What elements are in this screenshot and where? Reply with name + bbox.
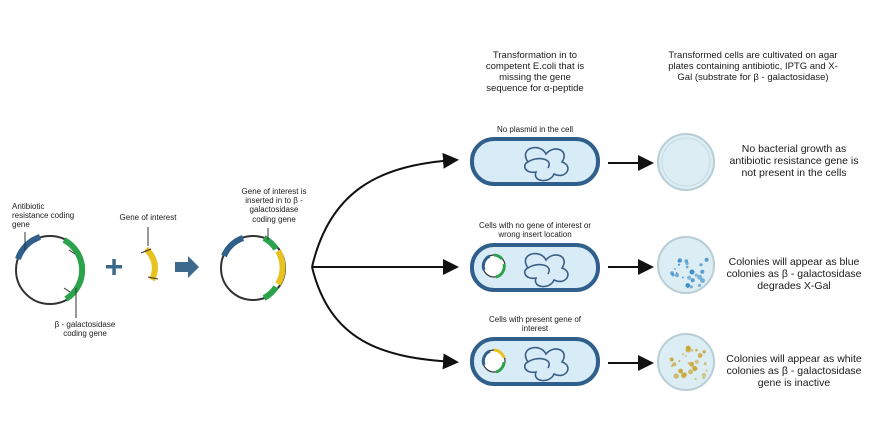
result-white-colonies: Colonies will appear as white colonies a… bbox=[726, 353, 862, 390]
ligation-arrow bbox=[175, 256, 199, 278]
beta-gal-segment bbox=[62, 237, 86, 302]
blue-colony bbox=[704, 257, 709, 262]
blue-colony bbox=[700, 269, 705, 274]
recombinant-plasmid bbox=[220, 235, 286, 301]
transformation-header: Transformation in to competent E.coli th… bbox=[485, 50, 585, 94]
white-colony bbox=[694, 359, 699, 364]
blue-colony bbox=[700, 278, 705, 283]
inserted-gene-label: Gene of interest is inserted in to β - g… bbox=[241, 187, 307, 224]
blue-colony bbox=[689, 269, 695, 275]
blue-colony bbox=[685, 265, 689, 269]
blue-colony bbox=[687, 286, 689, 289]
blue-colony bbox=[690, 278, 695, 283]
white-colony bbox=[671, 364, 674, 367]
cell-no-plasmid bbox=[470, 137, 600, 186]
vector-plasmid bbox=[15, 234, 86, 305]
white-colony bbox=[689, 361, 694, 367]
branch-arrows bbox=[311, 152, 459, 370]
white-colony bbox=[690, 348, 694, 352]
white-colony bbox=[701, 372, 707, 378]
blue-colony bbox=[684, 259, 689, 263]
white-colony bbox=[685, 345, 691, 351]
blue-colony bbox=[685, 283, 691, 288]
white-colony bbox=[694, 377, 697, 381]
white-colony bbox=[684, 355, 687, 357]
white-colony bbox=[680, 370, 683, 373]
plate-arrows bbox=[608, 155, 654, 371]
blue-colony bbox=[677, 260, 680, 263]
white-colony bbox=[672, 362, 677, 367]
blue-colony bbox=[697, 283, 702, 287]
gene-of-interest-fragment bbox=[140, 227, 159, 282]
white-colony bbox=[695, 348, 698, 352]
white-colony bbox=[682, 353, 685, 356]
blue-colony bbox=[697, 274, 703, 280]
result-blue-colonies: Colonies will appear as blue colonies as… bbox=[726, 256, 862, 293]
blue-colony bbox=[687, 275, 692, 280]
blue-colony bbox=[689, 285, 693, 289]
chromosome-dna bbox=[523, 252, 569, 288]
plus-icon bbox=[106, 259, 122, 275]
gene-of-interest-label: Gene of interest bbox=[119, 213, 177, 222]
blue-colony bbox=[670, 271, 674, 275]
white-colony bbox=[673, 373, 679, 379]
blue-colony bbox=[675, 273, 679, 278]
antibiotic-gene-label: Antibiotic resistance coding gene bbox=[12, 202, 75, 230]
cell-wrong-insert-label: Cells with no gene of interest or wrong … bbox=[478, 221, 592, 240]
white-colony bbox=[678, 360, 681, 362]
beta-gal-gene-label: β - galactosidase coding gene bbox=[54, 320, 116, 339]
cell-with-gene bbox=[470, 337, 600, 386]
cell-with-gene-label: Cells with present gene of interest bbox=[488, 315, 582, 334]
cell-wrong-insert bbox=[470, 243, 600, 292]
blue-colony bbox=[699, 263, 703, 267]
white-colony bbox=[688, 369, 693, 375]
cell-no-plasmid-label: No plasmid in the cell bbox=[496, 125, 574, 134]
result-no-growth: No bacterial growth as antibiotic resist… bbox=[729, 143, 859, 180]
white-colony bbox=[692, 365, 698, 372]
white-colony bbox=[703, 362, 707, 366]
blue-colony bbox=[682, 276, 684, 279]
plate-no-growth bbox=[657, 133, 715, 191]
white-colony bbox=[681, 372, 685, 376]
white-colony bbox=[702, 350, 706, 354]
chromosome-dna bbox=[523, 146, 569, 182]
blue-colony bbox=[694, 273, 698, 277]
cultivation-header: Transformed cells are cultivated on agar… bbox=[668, 50, 838, 83]
chromosome-dna bbox=[523, 346, 569, 382]
antibiotic-resistance-segment bbox=[15, 234, 42, 261]
white-colony bbox=[705, 369, 708, 372]
plate-blue-colonies bbox=[657, 236, 715, 294]
blue-colony bbox=[674, 267, 676, 270]
plate-white-colonies bbox=[657, 333, 715, 391]
white-colony bbox=[669, 357, 674, 362]
blue-colony bbox=[677, 263, 681, 266]
white-colony bbox=[697, 353, 703, 358]
